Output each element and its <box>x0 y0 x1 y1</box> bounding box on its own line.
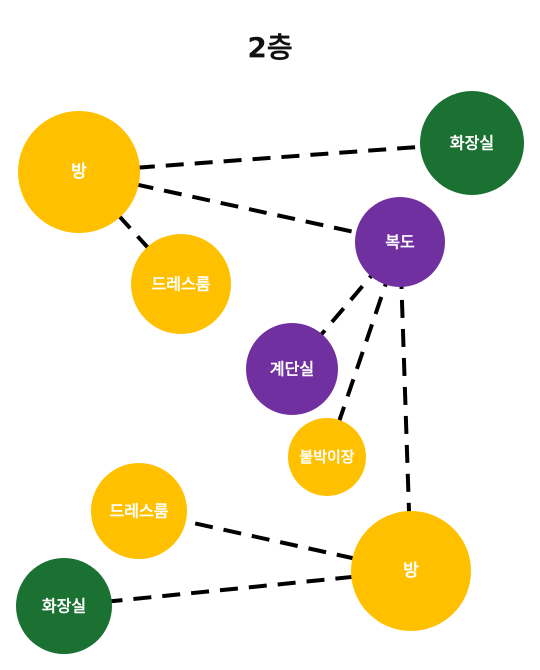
node-label-room-1: 방 <box>71 162 87 182</box>
node-circle-bathroom-2 <box>16 558 112 654</box>
node-bathroom-1: 화장실 <box>420 91 524 195</box>
node-circle-closet <box>288 418 366 496</box>
node-hallway: 복도 <box>355 197 445 287</box>
node-room-2: 방 <box>351 511 471 631</box>
node-stairs: 계단실 <box>246 323 338 415</box>
edge-room-1-to-hallway <box>78 170 401 244</box>
node-label-dressroom-2: 드레스룸 <box>110 502 169 521</box>
node-label-closet: 붙박이장 <box>299 448 354 466</box>
node-label-stairs: 계단실 <box>270 360 314 379</box>
node-circle-stairs <box>246 323 338 415</box>
edge-room-1-to-bathroom-1 <box>78 141 473 174</box>
node-circle-room-2 <box>351 511 471 631</box>
node-circle-dressroom-1 <box>131 234 231 334</box>
node-label-bathroom-1: 화장실 <box>450 134 494 153</box>
node-circle-room-1 <box>18 111 140 233</box>
node-label-dressroom-1: 드레스룸 <box>152 275 211 294</box>
node-room-1: 방 <box>18 111 140 233</box>
node-dressroom-1: 드레스룸 <box>131 234 231 334</box>
node-circle-hallway <box>355 197 445 287</box>
node-label-room-2: 방 <box>403 561 419 581</box>
node-circle-dressroom-2 <box>91 463 187 559</box>
node-label-bathroom-2: 화장실 <box>42 597 86 616</box>
node-label-hallway: 복도 <box>385 233 415 252</box>
diagram-title: 2층 <box>247 31 293 64</box>
node-closet: 붙박이장 <box>288 418 366 496</box>
node-dressroom-2: 드레스룸 <box>91 463 187 559</box>
node-bathroom-2: 화장실 <box>16 558 112 654</box>
node-circle-bathroom-1 <box>420 91 524 195</box>
